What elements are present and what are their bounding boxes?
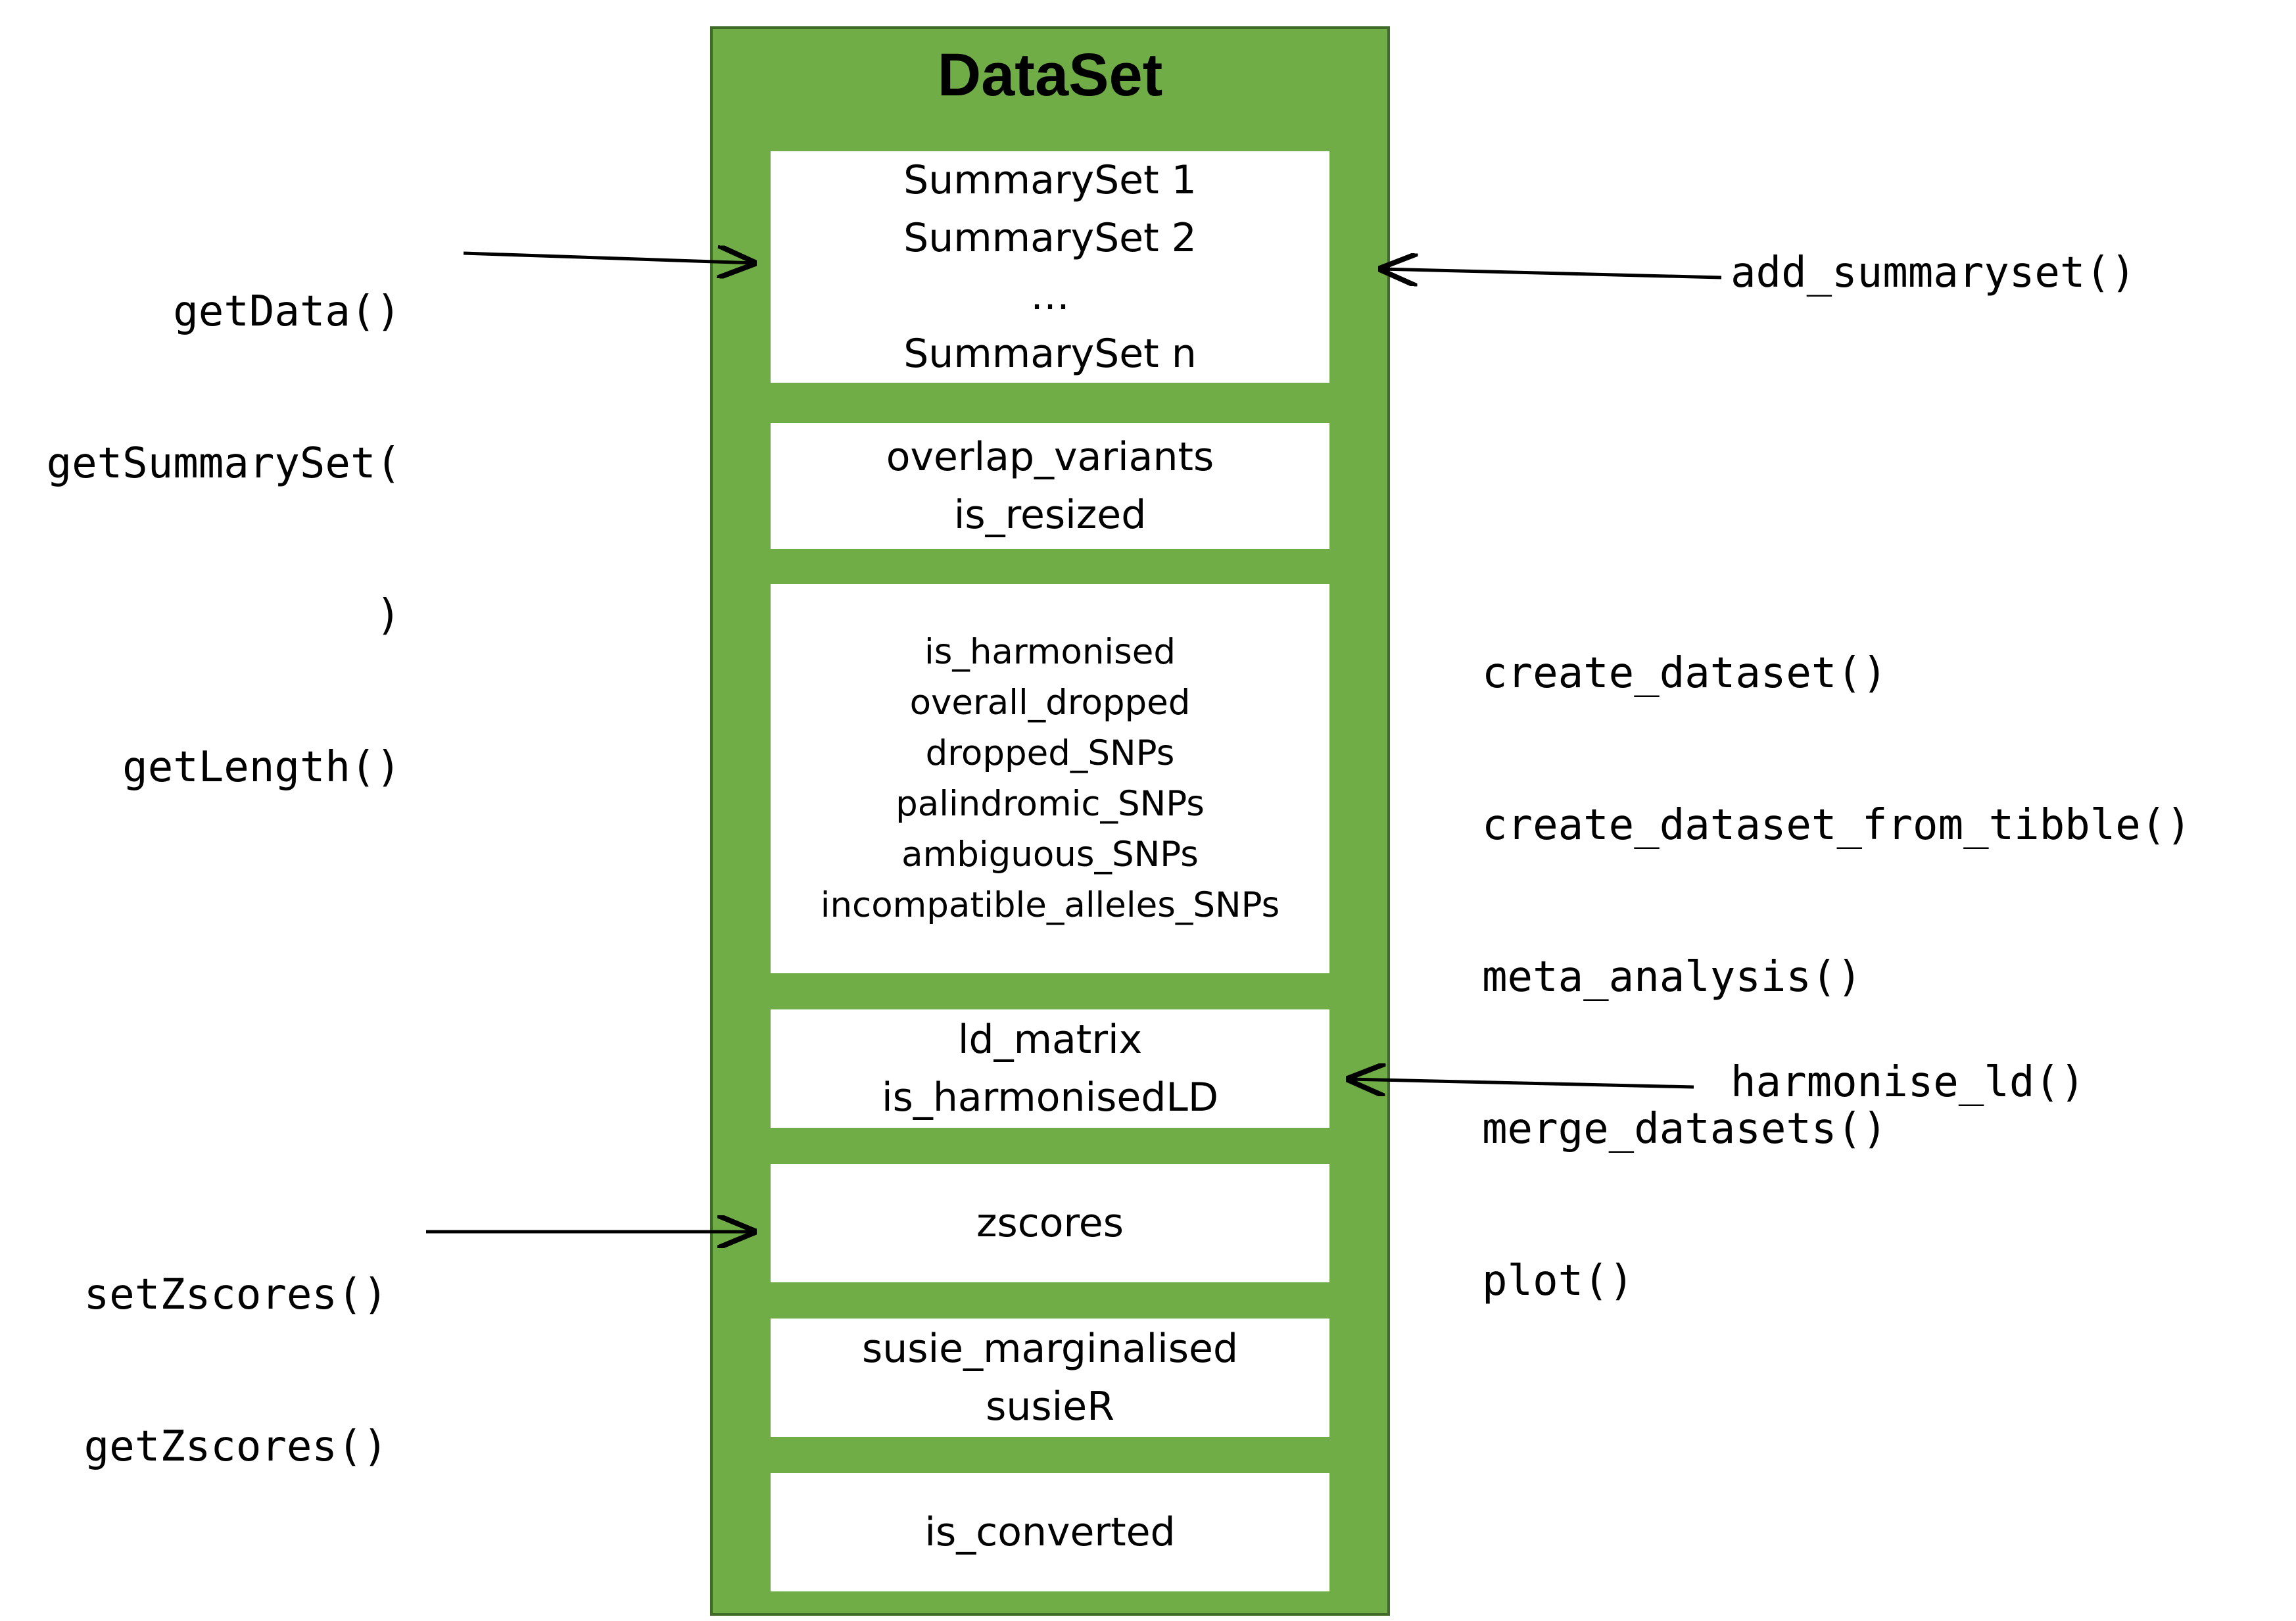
method-create-dataset: create_dataset() [1482,649,1888,698]
method-create-dataset-from-tibble: create_dataset_from_tibble() [1482,801,2191,850]
susie-r: susieR [986,1384,1114,1430]
method-getsummaryset: getSummarySet( [46,439,401,488]
arrow-add-summaryset [1381,269,1722,278]
zscores-slot: zscores [771,1164,1329,1282]
incompatible-alleles-snps: incompatible_alleles_SNPs [820,885,1280,925]
converted-slot: is_converted [771,1473,1329,1591]
summaryset-ellipsis: … [1030,273,1070,319]
getter-methods: getData() getSummarySet( ) getLength() [26,185,401,844]
arrow-getters [463,253,753,263]
method-merge-datasets: merge_datasets() [1482,1105,1888,1153]
zscore-methods: setZscores() getZscores() [26,1169,388,1523]
is-resized: is_resized [953,492,1147,538]
arrow-harmonise-ld [1349,1079,1694,1087]
palindromic-snps: palindromic_SNPs [896,784,1205,824]
method-meta-analysis: meta_analysis() [1482,953,1862,1002]
method-setzscores: setZscores() [84,1270,388,1319]
is-harmonised-ld: is_harmonisedLD [881,1075,1219,1121]
summarysets-slot: SummarySet 1 SummarySet 2 … SummarySet n [771,151,1329,383]
ambiguous-snps: ambiguous_SNPs [901,835,1199,875]
summaryset-2: SummarySet 2 [903,215,1197,261]
overlap-variants: overlap_variants [886,434,1214,480]
constructor-methods: create_dataset() create_dataset_from_tib… [1482,547,2191,1357]
method-getdata: getData() [173,287,401,336]
ld-matrix: ld_matrix [957,1017,1143,1063]
zscores-field: zscores [976,1200,1124,1246]
susie-marginalised: susie_marginalised [861,1326,1239,1372]
summaryset-n: SummarySet n [903,331,1197,377]
method-harmonise-ld: harmonise_ld() [1731,1058,2086,1107]
harmonisation-slot: is_harmonised overall_dropped dropped_SN… [771,584,1329,973]
method-getlength: getLength() [122,743,401,792]
method-getsummaryset-close: ) [375,591,401,640]
is-converted: is_converted [924,1509,1176,1555]
method-add-summaryset: add_summaryset() [1731,249,2136,297]
dropped-snps: dropped_SNPs [925,733,1175,773]
summaryset-1: SummarySet 1 [903,157,1197,203]
susie-slot: susie_marginalised susieR [771,1319,1329,1437]
method-plot: plot() [1482,1257,1635,1305]
overall-dropped: overall_dropped [909,683,1191,723]
is-harmonised: is_harmonised [924,632,1176,672]
ld-slot: ld_matrix is_harmonisedLD [771,1009,1329,1128]
overlap-slot: overlap_variants is_resized [771,423,1329,549]
method-getzscores: getZscores() [84,1422,388,1471]
dataset-title: DataSet [937,41,1163,109]
